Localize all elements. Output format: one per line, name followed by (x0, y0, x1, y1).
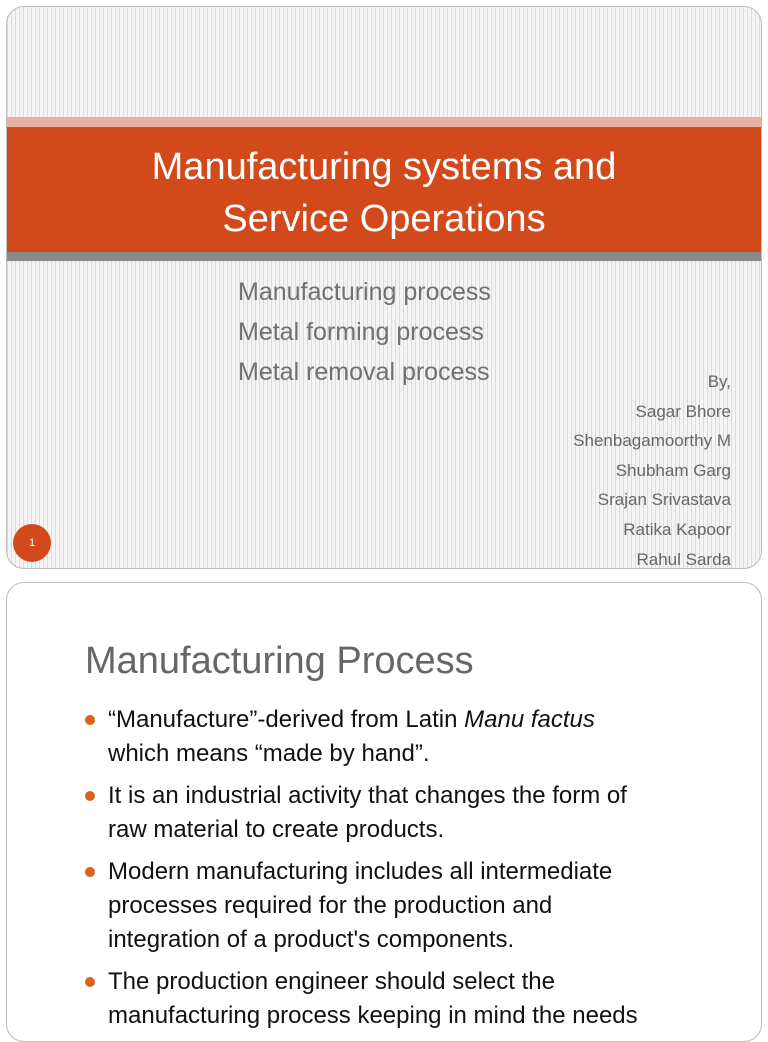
bullet-line: which means “made by hand”. (108, 740, 430, 767)
bullet-dot-icon (85, 977, 95, 987)
author-name: Sagar Bhore (635, 401, 731, 421)
author-name: Shenbagamoorthy M (573, 431, 731, 451)
subtitle-line-2: Metal forming process (238, 318, 484, 346)
title-slide: Manufacturing systems and Service Operat… (6, 6, 762, 569)
author-name: Rahul Sarda (636, 549, 731, 569)
bullet-item: The production engineer should select th… (7, 965, 761, 1033)
bullet-text: “Manufacture”-derived from Latin (108, 706, 465, 733)
author-name: Ratika Kapoor (623, 519, 731, 539)
bullet-line: processes required for the production an… (108, 892, 553, 919)
bullet-line: The production engineer should select th… (108, 968, 555, 995)
bullet-item: It is an industrial activity that change… (7, 779, 761, 847)
bullet-line: manufacturing process keeping in mind th… (108, 1002, 638, 1029)
title-band-top-accent (7, 117, 761, 127)
bullet-dot-icon (85, 791, 95, 801)
bullet-line: integration of a product's components. (108, 926, 515, 953)
bullet-line: Modern manufacturing includes all interm… (108, 858, 613, 885)
slide-heading: Manufacturing Process (85, 640, 474, 682)
bullet-text-italic: Manu factus (464, 706, 595, 733)
author-list: By, Sagar Bhore Shenbagamoorthy M Shubha… (573, 367, 731, 569)
slide-title: Manufacturing systems and Service Operat… (7, 141, 761, 245)
bullet-item: “Manufacture”-derived from Latin Manu fa… (7, 703, 761, 771)
author-name: Srajan Srivastava (597, 490, 731, 510)
bullet-item: Modern manufacturing includes all interm… (7, 855, 761, 957)
title-band (7, 127, 761, 252)
bullet-line: It is an industrial activity that change… (108, 782, 627, 809)
bullet-list: “Manufacture”-derived from Latin Manu fa… (7, 703, 761, 1041)
slide-title-line-1: Manufacturing systems and (151, 146, 617, 188)
slide-number-badge: 1 (13, 524, 51, 562)
bullet-line: raw material to create products. (108, 816, 445, 843)
authors-by-label: By, (707, 372, 731, 391)
slide-subtitle: Manufacturing process Metal forming proc… (238, 272, 491, 392)
slide-title-line-2: Service Operations (222, 198, 546, 240)
content-slide: Manufacturing Process “Manufacture”-deri… (6, 582, 762, 1042)
subtitle-line-3: Metal removal process (238, 358, 490, 386)
author-name: Shubham Garg (615, 460, 731, 480)
bullet-dot-icon (85, 715, 95, 725)
bullet-line: “Manufacture”-derived from Latin Manu fa… (108, 703, 743, 737)
bullet-dot-icon (85, 867, 95, 877)
subtitle-line-1: Manufacturing process (238, 278, 491, 306)
title-band-bottom-accent (7, 252, 761, 261)
